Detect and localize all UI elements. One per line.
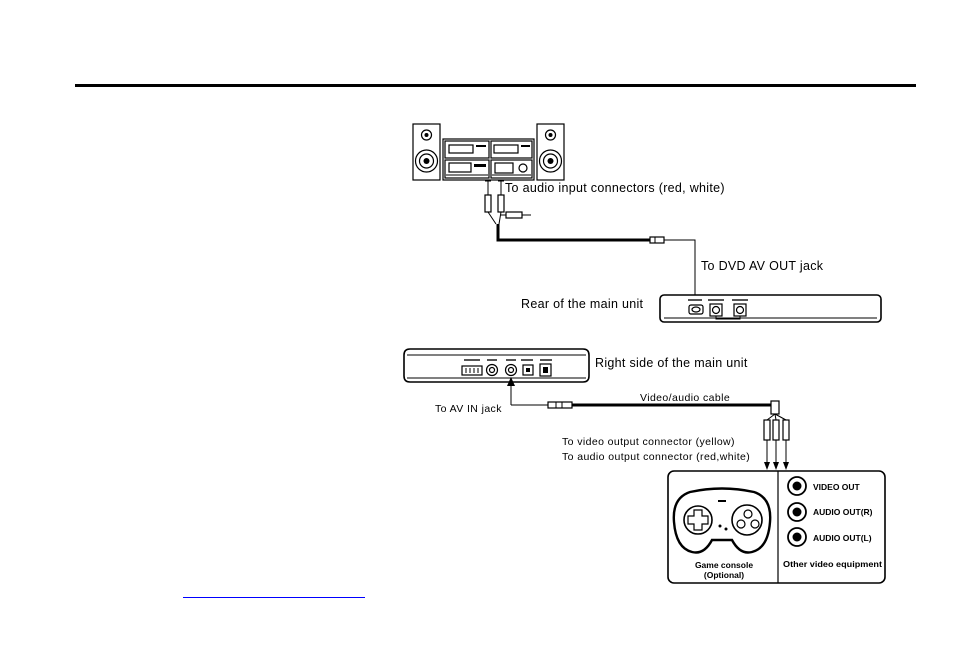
stereo-system-icon: [413, 124, 564, 180]
label-audio-out-l-jack: AUDIO OUT(L): [813, 533, 872, 543]
stereo-receiver-icon: [443, 139, 534, 180]
label-cable: Video/audio cable: [640, 392, 730, 404]
main-unit-right-side: [404, 349, 589, 382]
label-right-side: Right side of the main unit: [595, 356, 748, 370]
label-optional: (Optional): [704, 570, 744, 580]
av-out-cable: [498, 224, 695, 296]
label-audio-input: To audio input connectors (red, white): [505, 181, 725, 195]
label-dvd-av-out: To DVD AV OUT jack: [701, 259, 824, 273]
main-unit-rear: [660, 295, 881, 322]
label-audio-output: To audio output connector (red,white): [562, 451, 750, 463]
label-rear-unit: Rear of the main unit: [521, 297, 644, 311]
label-game-console: Game console: [695, 560, 753, 570]
label-other-equipment: Other video equipment: [783, 559, 882, 569]
label-video-output: To video output connector (yellow): [562, 436, 735, 448]
label-audio-out-r-jack: AUDIO OUT(R): [813, 507, 873, 517]
label-video-out-jack: VIDEO OUT: [813, 482, 861, 492]
left-speaker-icon: [413, 124, 440, 180]
right-speaker-icon: [537, 124, 564, 180]
hyperlink-underline[interactable]: [183, 597, 365, 598]
label-av-in: To AV IN jack: [435, 403, 502, 415]
